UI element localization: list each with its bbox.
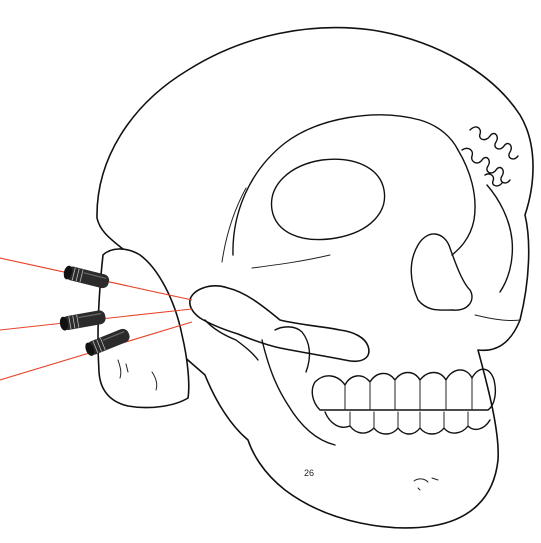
page-number: 26 (304, 468, 314, 478)
skull-outline (97, 28, 533, 528)
